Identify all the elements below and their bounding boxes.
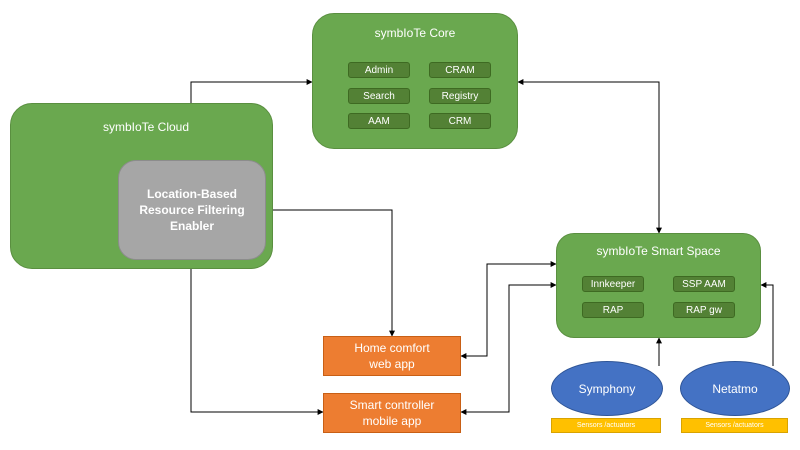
cloud-title: symbIoTe Cloud [102,120,190,134]
connector-mobile-smartspace [460,282,557,415]
netatmo-node: Netatmo [680,361,790,416]
core-chip-admin: Admin [348,62,410,78]
symbiote-smart-space-box: symbIoTe Smart Space Innkeeper SSP AAM R… [556,233,761,338]
core-title: symbIoTe Core [374,26,456,40]
smart-controller-mobile-app: Smart controller mobile app [323,393,461,433]
connector-enabler-mobile [188,259,324,415]
connector-enabler-home [265,207,395,337]
symphony-sensors-label: Sensors /actuators [551,418,661,433]
core-chip-aam: AAM [348,113,410,129]
ssp-chip-rap: RAP [582,302,644,318]
connector-core-smartspace [517,79,662,234]
core-chip-search: Search [348,88,410,104]
ssp-chip-innkeeper: Innkeeper [582,276,644,292]
connector-netatmo-smartspace [760,282,774,366]
core-chip-crm: CRM [429,113,491,129]
location-based-enabler: Location-Based Resource Filtering Enable… [118,160,266,260]
core-chip-registry: Registry [429,88,491,104]
symbiote-core-box: symbIoTe Core Admin CRAM Search Registry… [312,13,518,149]
smart-space-title: symbIoTe Smart Space [596,244,721,258]
netatmo-sensors-label: Sensors /actuators [681,418,788,433]
home-comfort-web-app: Home comfort web app [323,336,461,376]
ssp-chip-ssp-aam: SSP AAM [673,276,735,292]
symphony-node: Symphony [551,361,663,416]
core-chip-cram: CRAM [429,62,491,78]
ssp-chip-rap-gw: RAP gw [673,302,735,318]
